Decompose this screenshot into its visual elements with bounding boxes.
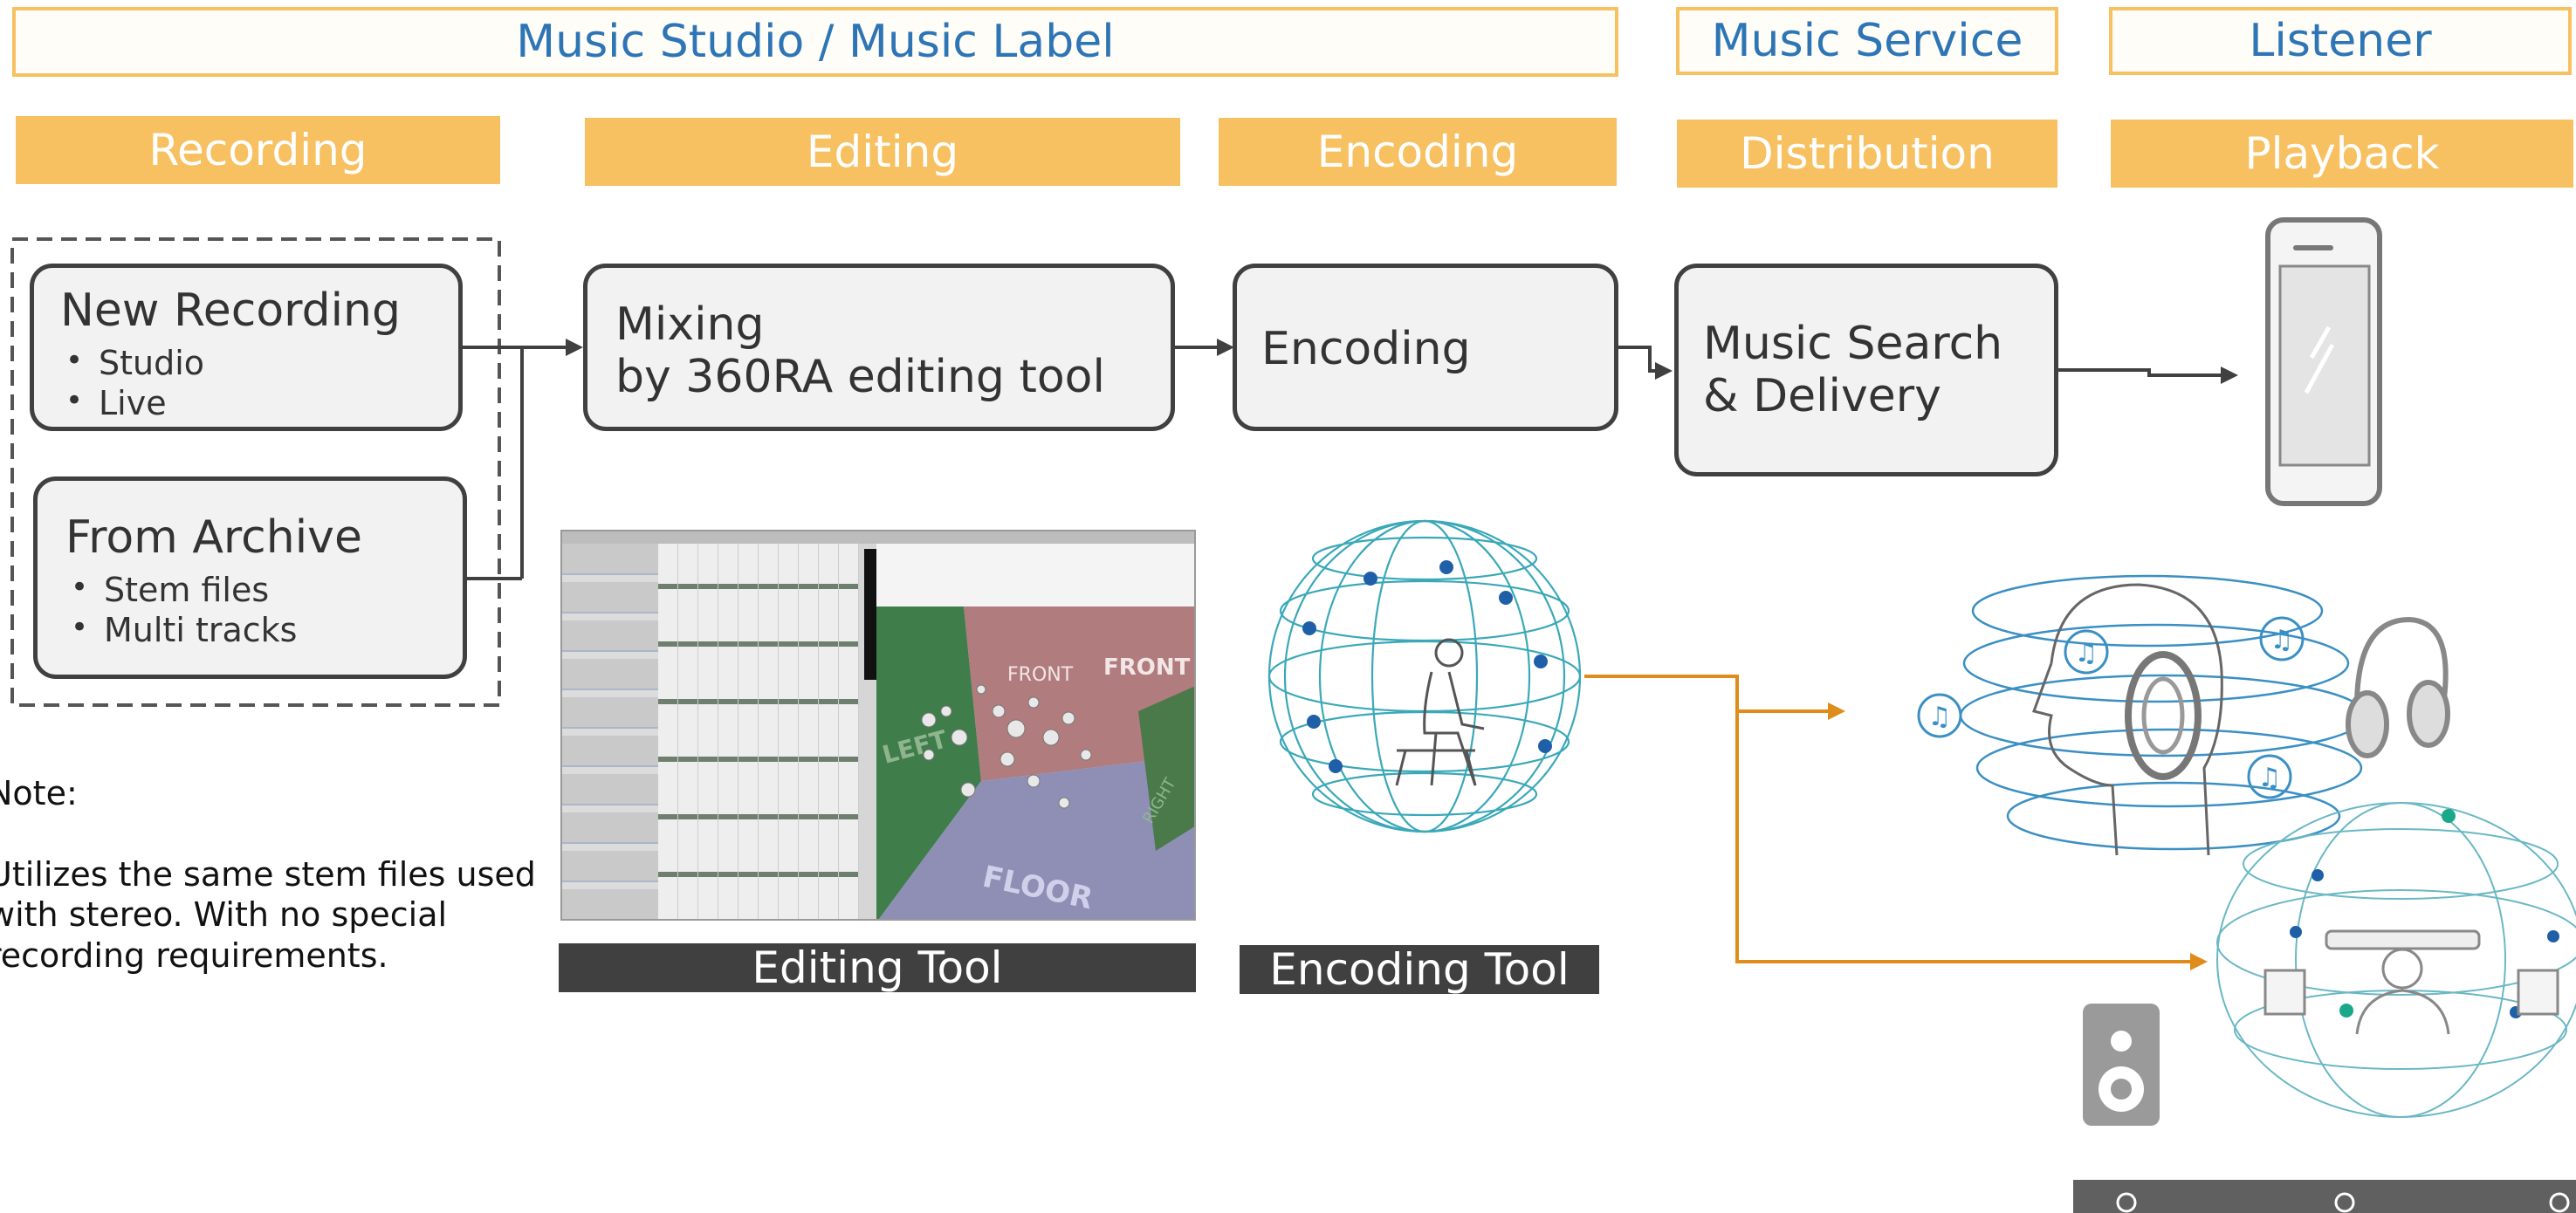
header-studio-text: Music Studio / Music Label bbox=[516, 16, 1115, 68]
stage-editing-text: Editing bbox=[806, 127, 959, 177]
list-item: Stem files bbox=[71, 570, 435, 610]
stage-playback: Playback bbox=[2111, 120, 2573, 188]
header-music-service: Music Service bbox=[1676, 7, 2058, 75]
mixing-box: Mixing by 360RA editing tool bbox=[583, 264, 1175, 431]
daw-timeline bbox=[658, 544, 859, 919]
speaker-room-sphere-graphic bbox=[2216, 802, 2576, 1118]
stage-encoding-text: Encoding bbox=[1316, 127, 1519, 177]
editing-tool-screenshot: FRONT FRONT LEFT FLOOR RIGHT bbox=[560, 530, 1196, 921]
head-profile-icon bbox=[2032, 583, 2223, 856]
mixing-line1: Mixing bbox=[615, 298, 765, 351]
headphone-listener-graphic bbox=[1959, 574, 2367, 851]
list-item: Multi tracks bbox=[71, 610, 435, 650]
distribution-to-playback-arrow bbox=[2058, 367, 2238, 384]
stage-distribution-text: Distribution bbox=[1740, 128, 1995, 179]
sound-object-dots bbox=[1302, 560, 1552, 773]
stage-playback-text: Playback bbox=[2244, 128, 2440, 179]
stage-editing: Editing bbox=[585, 118, 1180, 186]
new-recording-list: Studio Live bbox=[60, 343, 432, 424]
note-text: Utilizes the same stem files used with s… bbox=[0, 855, 536, 975]
music-note-glyphs: ♫ ♫ ♫ ♫ bbox=[1928, 625, 2294, 793]
speaker-room-dots bbox=[2290, 809, 2559, 1018]
encoding-to-distribution-arrow bbox=[1618, 346, 1673, 380]
music-note-icons bbox=[1917, 616, 2305, 799]
room-label-front: FRONT bbox=[1007, 664, 1074, 686]
from-archive-box: From Archive Stem files Multi tracks bbox=[33, 476, 467, 679]
header-listener: Listener bbox=[2109, 7, 2572, 75]
header-service-text: Music Service bbox=[1711, 15, 2023, 67]
svg-text:♫: ♫ bbox=[2270, 625, 2294, 655]
header-listener-text: Listener bbox=[2249, 15, 2432, 67]
music-search-line1: Music Search bbox=[1703, 318, 2003, 370]
list-item: Live bbox=[65, 383, 432, 423]
from-archive-list: Stem files Multi tracks bbox=[65, 570, 435, 651]
seated-listener-icon bbox=[1395, 638, 1485, 786]
encoding-box: Encoding bbox=[1233, 264, 1618, 431]
soundbar-icon bbox=[2073, 1180, 2576, 1213]
stage-encoding: Encoding bbox=[1219, 118, 1617, 186]
headphones-icon bbox=[2346, 616, 2450, 758]
new-recording-title: New Recording bbox=[60, 284, 402, 337]
encoding-tool-label: Encoding Tool bbox=[1240, 944, 1599, 995]
sound-object-spheres bbox=[921, 684, 1092, 809]
header-music-studio-label: Music Studio / Music Label bbox=[12, 7, 1618, 77]
new-recording-box: New Recording Studio Live bbox=[30, 264, 463, 431]
editing-tool-label: Editing Tool bbox=[559, 942, 1196, 993]
from-archive-title: From Archive bbox=[65, 511, 362, 564]
svg-text:♫: ♫ bbox=[2075, 638, 2099, 668]
encoding-sphere-graphic bbox=[1267, 519, 1582, 833]
mixing-line2: by 360RA editing tool bbox=[615, 350, 1105, 403]
soundbar-listener-icon bbox=[2263, 929, 2559, 1035]
daw-toolbar bbox=[562, 531, 1194, 544]
daw-track-list bbox=[562, 544, 658, 919]
stage-distribution: Distribution bbox=[1677, 120, 2057, 188]
music-search-line2: & Delivery bbox=[1703, 369, 1941, 422]
smartphone-icon bbox=[2265, 217, 2382, 506]
encoding-box-title: Encoding bbox=[1261, 323, 1471, 375]
encoding-output-arrows bbox=[1584, 675, 2208, 970]
music-search-box: Music Search & Delivery bbox=[1674, 264, 2058, 476]
svg-text:♫: ♫ bbox=[1928, 702, 1952, 732]
stage-recording: Recording bbox=[16, 116, 500, 184]
encoding-tool-label-text: Encoding Tool bbox=[1269, 944, 1570, 995]
svg-text:♫: ♫ bbox=[2258, 763, 2282, 793]
room-label-front-2: FRONT bbox=[1103, 654, 1191, 681]
bookshelf-speaker-icon bbox=[2083, 1004, 2160, 1126]
recording-to-mixing-connector bbox=[463, 339, 583, 580]
stage-recording-text: Recording bbox=[148, 125, 368, 175]
plugin-settings-panel bbox=[876, 544, 1194, 606]
editing-tool-label-text: Editing Tool bbox=[752, 942, 1003, 993]
recording-group-border bbox=[10, 237, 501, 707]
note-block: Note: Utilizes the same stem files used … bbox=[0, 733, 555, 1017]
room-3d-view: FRONT FRONT LEFT FLOOR RIGHT bbox=[876, 606, 1194, 919]
list-item: Studio bbox=[65, 343, 432, 383]
note-title: Note: bbox=[0, 774, 78, 813]
